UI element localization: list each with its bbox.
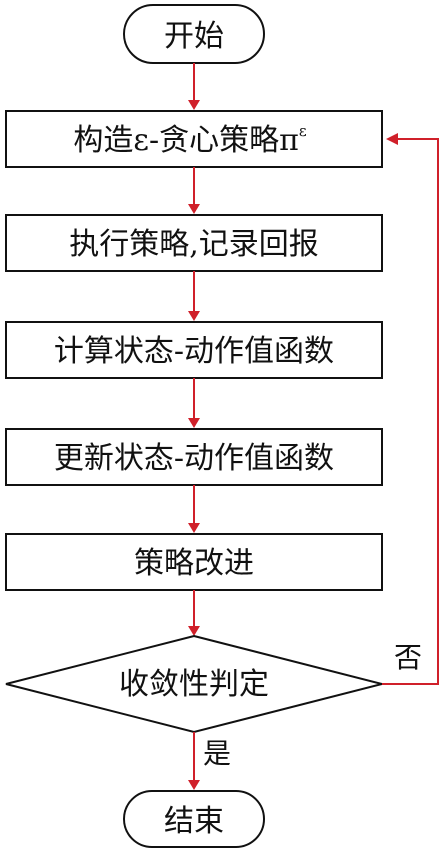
yes-label: 是 bbox=[203, 737, 231, 770]
no-label: 否 bbox=[394, 641, 422, 674]
end-label: 结束 bbox=[164, 804, 224, 839]
execute-policy-label: 执行策略,记录回报 bbox=[69, 227, 319, 262]
arrow-no-loop bbox=[382, 138, 439, 685]
construct-policy-text: 构造ε-贪心策略π bbox=[73, 123, 298, 158]
arrowhead-no-loop bbox=[386, 133, 398, 145]
end-terminal bbox=[123, 790, 265, 848]
arrowhead-update bbox=[188, 418, 200, 428]
arrowhead-compute bbox=[188, 311, 200, 321]
construct-policy-box bbox=[5, 110, 383, 168]
arrowhead-decision bbox=[188, 626, 200, 636]
arrowhead-construct bbox=[188, 100, 200, 110]
improve-policy-box bbox=[5, 533, 383, 591]
compute-q-box bbox=[5, 321, 383, 379]
update-q-box bbox=[5, 428, 383, 486]
start-label: 开始 bbox=[164, 19, 224, 54]
construct-policy-label: 构造ε-贪心策略πε bbox=[73, 122, 306, 158]
arrowhead-execute bbox=[188, 204, 200, 214]
compute-q-label: 计算状态-动作值函数 bbox=[54, 334, 334, 369]
update-q-label: 更新状态-动作值函数 bbox=[54, 441, 334, 476]
arrowhead-improve bbox=[188, 523, 200, 533]
construct-policy-superscript: ε bbox=[299, 122, 307, 140]
arrowhead-end bbox=[188, 780, 200, 790]
improve-policy-label: 策略改进 bbox=[134, 546, 254, 581]
convergence-label: 收敛性判定 bbox=[119, 667, 269, 702]
